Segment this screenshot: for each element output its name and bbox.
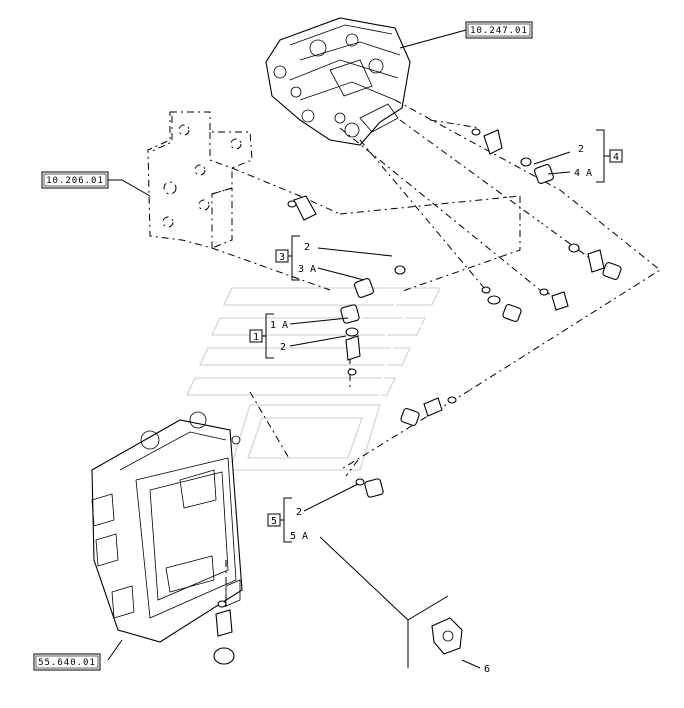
sensor-part — [431, 617, 463, 655]
group-3-item-1: 2 — [304, 242, 310, 253]
group-number-5: 5 — [271, 516, 277, 527]
tube-assembly-1 — [340, 304, 457, 427]
assembly-lines — [211, 99, 661, 612]
misc-fittings — [287, 195, 569, 311]
injection-pump — [265, 17, 411, 146]
reference-label-ecu: 55.640.01 — [38, 658, 96, 668]
reference-label-pump: 10.247.01 — [470, 26, 528, 36]
group-5-item-2: 5 A — [290, 531, 308, 542]
reference-box-ecu[interactable]: 55.640.01 — [33, 653, 101, 671]
group-5-item-1: 2 — [296, 507, 302, 518]
group-number-1: 1 — [253, 332, 259, 343]
group-number-4: 4 — [613, 152, 619, 163]
group-1-item-2: 2 — [280, 342, 286, 353]
tube-assembly-3 — [354, 261, 522, 344]
sensor-item-number: 6 — [484, 664, 490, 675]
reference-label-bracket: 10.206.01 — [46, 176, 104, 186]
callout-group-4: 4 2 4 A — [574, 129, 623, 183]
reference-box-pump[interactable]: 10.247.01 — [465, 21, 533, 39]
group-1-item-1: 1 A — [270, 320, 288, 331]
mounting-bracket — [147, 111, 253, 249]
callout-group-5: 5 2 5 A — [267, 497, 308, 543]
callout-group-1: 1 1 A 2 — [249, 313, 288, 359]
group-3-item-2: 3 A — [298, 264, 316, 275]
ecu-module — [91, 411, 243, 643]
reference-box-bracket[interactable]: 10.206.01 — [41, 171, 109, 189]
tube-assembly-4 — [471, 128, 622, 281]
tube-assembly-5 — [213, 478, 386, 665]
callout-group-3: 3 2 3 A — [275, 235, 316, 281]
group-number-3: 3 — [279, 252, 285, 263]
leader-lines — [106, 29, 571, 669]
group-4-item-1: 2 — [578, 144, 584, 155]
group-4-item-2: 4 A — [574, 168, 592, 179]
